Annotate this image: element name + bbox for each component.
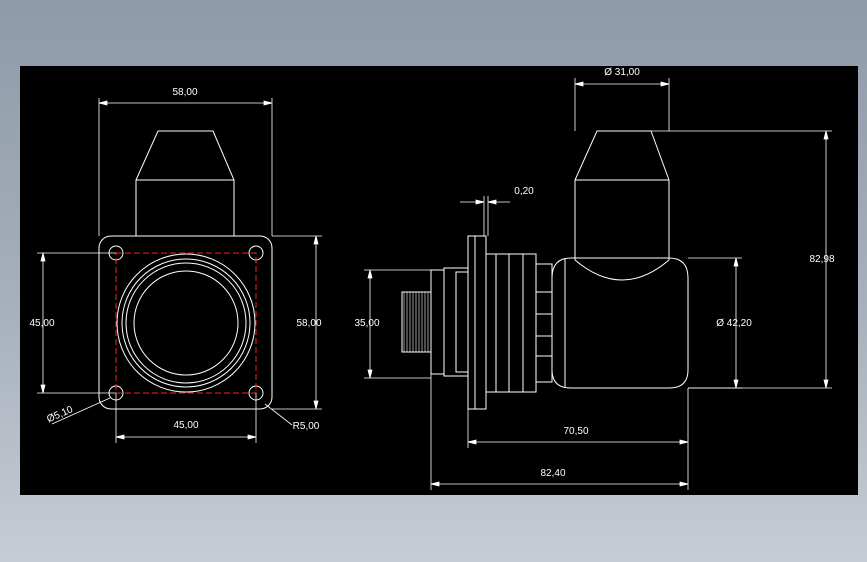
dim-overall-length: 82,40 bbox=[540, 468, 565, 479]
dim-front-hole-spacing-v: 45,00 bbox=[29, 318, 54, 329]
side-pin-stripes bbox=[403, 292, 429, 352]
dim-front-width: 58,00 bbox=[172, 87, 197, 98]
side-ring-a bbox=[535, 263, 553, 383]
cad-drawing-viewport: 58,00 45,00 58,00 45,00 Ø5,10 R5,00 bbox=[20, 66, 858, 495]
side-ring-d bbox=[495, 253, 510, 393]
side-saddle-curve bbox=[574, 259, 670, 281]
drawing-canvas: 58,00 45,00 58,00 45,00 Ø5,10 R5,00 bbox=[29, 67, 835, 490]
dim-top-diameter: Ø 31,00 bbox=[604, 67, 640, 78]
hole-pattern-centerline bbox=[115, 252, 257, 394]
bore-outer-ring bbox=[116, 253, 256, 393]
dim-front-height: 58,00 bbox=[296, 318, 321, 329]
dim-connector-height: 35,00 bbox=[354, 318, 379, 329]
side-connector-housing bbox=[430, 269, 445, 375]
side-flange-plate bbox=[467, 235, 487, 410]
side-ring-b bbox=[522, 253, 537, 393]
bore-ring-3 bbox=[125, 262, 247, 384]
side-shoulder-inner bbox=[455, 271, 469, 373]
side-pin-block bbox=[401, 291, 432, 353]
dim-front-hole-spacing-h: 45,00 bbox=[173, 420, 198, 431]
side-view bbox=[401, 130, 689, 410]
bore-inner bbox=[133, 270, 239, 376]
side-dimension-texts: Ø 31,00 0,20 82,98 Ø 42,20 35,00 70,50 8… bbox=[354, 67, 834, 479]
bore-ring-2 bbox=[121, 258, 251, 388]
side-ring-e bbox=[485, 253, 497, 393]
dim-length-from-flange: 70,50 bbox=[563, 426, 588, 437]
front-view bbox=[98, 130, 273, 410]
dim-total-height: 82,98 bbox=[809, 254, 834, 265]
side-body-outline bbox=[551, 257, 689, 389]
front-dimensions bbox=[37, 98, 322, 443]
dim-body-diameter: Ø 42,20 bbox=[716, 318, 752, 329]
front-cone-outline bbox=[135, 130, 235, 181]
dim-flange-radius: R5,00 bbox=[293, 421, 320, 432]
side-cone-outline bbox=[574, 130, 670, 181]
dim-hole-diameter: Ø5,10 bbox=[45, 404, 75, 425]
dim-gap: 0,20 bbox=[514, 186, 534, 197]
front-flange-outline bbox=[98, 235, 273, 410]
side-dimensions bbox=[364, 78, 832, 490]
front-neck-outline bbox=[135, 179, 235, 236]
side-ring-c bbox=[508, 253, 524, 393]
